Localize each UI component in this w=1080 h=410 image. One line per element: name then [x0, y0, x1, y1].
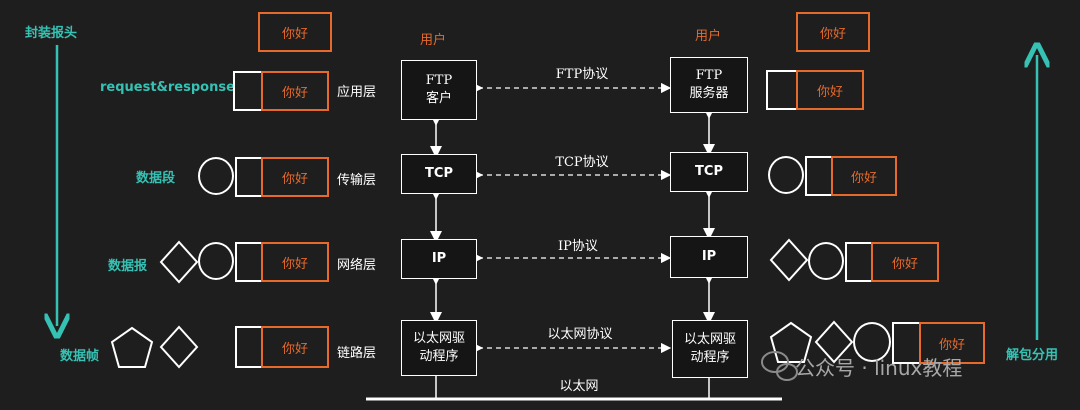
layer-transport: 传输层 — [337, 173, 377, 188]
protocol-tcp: TCP协议 — [555, 155, 609, 170]
label-frame: 数据帧 — [60, 349, 100, 364]
label-segment: 数据段 — [136, 171, 176, 186]
top-payload-left: 你好 — [258, 12, 332, 52]
circle-shape — [808, 242, 844, 280]
payload-network-left: 你好 — [261, 242, 329, 282]
ip-node-right: IP — [670, 236, 748, 278]
layer-link: 链路层 — [337, 346, 377, 361]
payload-transport-left: 你好 — [261, 157, 329, 197]
circle-shape — [853, 322, 891, 362]
circle-shape — [768, 156, 804, 194]
header-square — [766, 70, 798, 110]
circle-shape — [198, 242, 234, 280]
wechat-icon — [761, 351, 798, 381]
ip-node-left: IP — [401, 239, 477, 279]
protocol-ethernet: 以太网协议 — [547, 327, 613, 342]
header-square — [235, 242, 263, 282]
payload-app-right: 你好 — [796, 70, 864, 110]
circle-shape — [198, 157, 234, 195]
encapsulate-label: 封装报头 — [25, 26, 78, 41]
ethernet-label: 以太网 — [559, 379, 599, 394]
label-request-response: request&response — [100, 80, 235, 95]
ethernet-driver-left: 以太网驱 动程序 — [401, 320, 477, 376]
pentagon-shape — [110, 326, 154, 368]
diamond-shape — [769, 238, 809, 282]
protocol-ip: IP协议 — [558, 239, 598, 254]
top-payload-right: 你好 — [796, 12, 870, 52]
header-square — [235, 157, 263, 197]
payload-link-left: 你好 — [261, 326, 329, 368]
ftp-client-node: FTP 客户 — [401, 60, 477, 120]
payload-link-right: 你好 — [919, 322, 985, 364]
header-square — [845, 242, 873, 282]
diamond-shape — [159, 325, 199, 369]
tcp-node-right: TCP — [670, 152, 748, 192]
header-square — [805, 156, 833, 196]
layer-application: 应用层 — [337, 85, 377, 100]
header-square — [233, 71, 263, 111]
diamond-shape — [159, 240, 199, 284]
pentagon-shape — [769, 321, 813, 363]
tcp-node-left: TCP — [401, 154, 477, 194]
protocol-ftp: FTP协议 — [555, 67, 609, 82]
user-right: 用户 — [695, 29, 722, 44]
payload-app-left: 你好 — [261, 71, 329, 111]
ethernet-driver-right: 以太网驱 动程序 — [672, 320, 748, 378]
watermark: 公众号 · linux教程 — [795, 356, 963, 380]
layer-network: 网络层 — [337, 258, 377, 273]
user-left: 用户 — [420, 33, 447, 48]
demultiplex-label: 解包分用 — [1006, 348, 1059, 363]
payload-network-right: 你好 — [871, 242, 939, 282]
ftp-server-node: FTP 服务器 — [670, 57, 748, 113]
header-square — [235, 326, 263, 368]
label-datagram: 数据报 — [108, 259, 148, 274]
diamond-shape — [814, 320, 854, 364]
payload-transport-right: 你好 — [831, 156, 897, 196]
